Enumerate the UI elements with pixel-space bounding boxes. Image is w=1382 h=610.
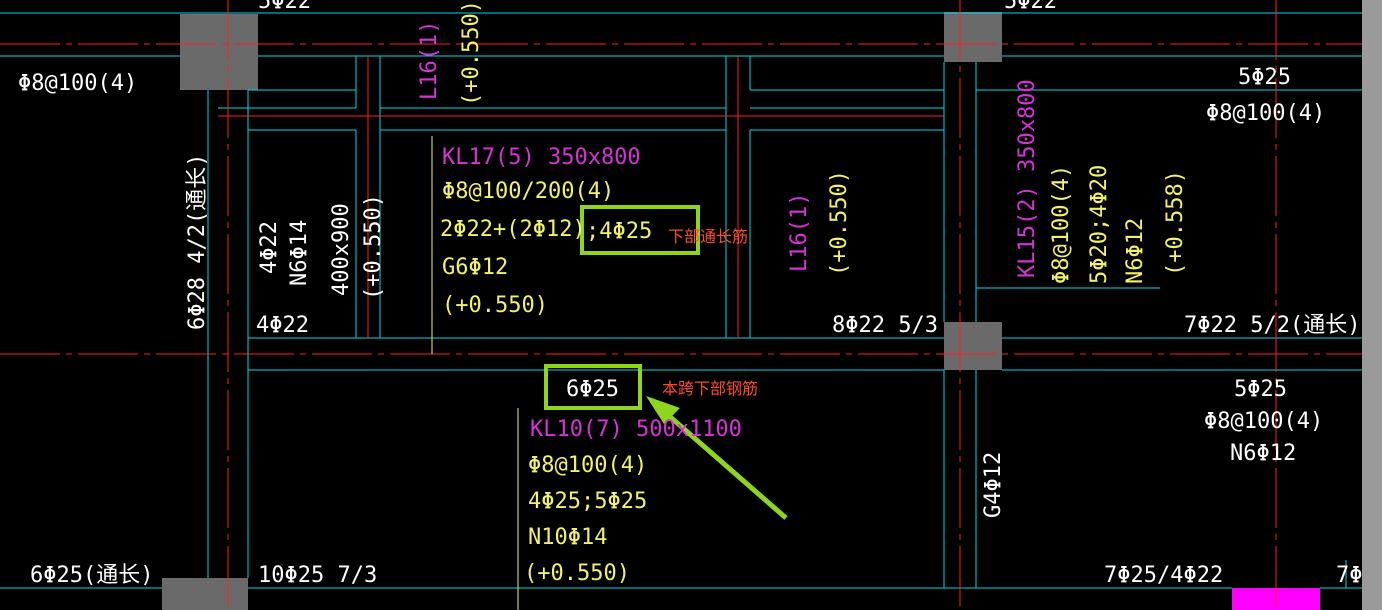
label-kl10-side: N10Φ14 [528, 525, 607, 550]
label-kl15-2: Φ8@100(4) [1049, 165, 1074, 284]
label-kl10-stirrup: Φ8@100(4) [528, 453, 647, 478]
label-g4-vertical: G4Φ12 [981, 452, 1006, 518]
label-mid-left-v4: (+0.550) [361, 194, 386, 300]
label-right-low-2: Φ8@100(4) [1204, 409, 1323, 434]
right-edge-bar [1362, 0, 1382, 610]
label-kl15-1: KL15(2) 350x800 [1015, 79, 1040, 278]
label-kl10-elev: (+0.550) [524, 561, 630, 586]
label-span-bottom: 6Φ25 [566, 377, 619, 402]
label-mid-left-v1: 4Φ22 [257, 221, 282, 274]
label-kl17-elev: (+0.550) [442, 293, 548, 318]
callout-box-span-bottom [544, 364, 642, 410]
label-l16-top-1: L16(1) [417, 21, 442, 100]
label-l16-mid-1: L16(1) [787, 193, 812, 272]
label-bottom-left: 6Φ25(通长) [30, 563, 153, 588]
column-bottom-left [162, 578, 248, 610]
label-kl17-rebar-b: ;4Φ25 [586, 219, 652, 244]
label-kl15-4: N6Φ12 [1123, 218, 1148, 284]
label-bottom-right-cut: 7Φ [1336, 563, 1363, 588]
label-kl17-side: G6Φ12 [442, 255, 508, 280]
label-kl17-stirrup: Φ8@100/200(4) [442, 179, 614, 204]
label-right-stirrup: Φ8@100(4) [1206, 101, 1325, 126]
leader-lines [431, 136, 519, 610]
label-kl15-3: 5Φ20;4Φ20 [1087, 165, 1112, 284]
label-kl17-title: KL17(5) 350x800 [442, 145, 641, 170]
beam-outline-lines [0, 12, 1362, 589]
label-kl10-rebar: 4Φ25;5Φ25 [528, 489, 647, 514]
label-l16-mid-2: (+0.550) [827, 170, 852, 276]
label-kl15-5: (+0.558) [1163, 170, 1188, 276]
label-top-left-cut: 5Φ22 [258, 0, 311, 14]
label-right-low-3: N6Φ12 [1230, 441, 1296, 466]
column-top-right [944, 12, 1002, 62]
label-right-low-1: 5Φ25 [1234, 377, 1287, 402]
label-top-right-cut: 5Φ22 [1004, 0, 1057, 14]
callout-box-through-bar [580, 205, 700, 255]
label-mid-left-bottom: 4Φ22 [256, 313, 309, 338]
column-mid-right [944, 322, 1002, 370]
label-mid-left-v3: 400x900 [329, 203, 354, 296]
label-mid-bottom-rebar: 8Φ22 5/3 [832, 313, 938, 338]
annotation-span-bottom: 本跨下部钢筋 [662, 379, 758, 398]
label-left-stirrup: Φ8@100(4) [18, 71, 137, 96]
label-kl17-rebar-a: 2Φ22+(2Φ12) [440, 217, 586, 242]
label-bottom-right: 7Φ25/4Φ22 [1104, 563, 1223, 588]
annotation-bottom-through: 下部通长筋 [668, 227, 748, 246]
label-l16-top-2: (+0.550) [459, 0, 484, 106]
callout-arrow [646, 396, 788, 520]
label-right-top: 5Φ25 [1238, 65, 1291, 90]
column-top-left [180, 14, 258, 90]
label-kl10-title: KL10(7) 500x1100 [530, 417, 742, 442]
label-left-vertical: 6Φ28 4/2(通长) [185, 154, 210, 330]
label-right-mid-rebar: 7Φ22 5/2(通长) [1184, 313, 1360, 338]
label-mid-left-v2: N6Φ14 [287, 220, 312, 286]
label-bottom-mid: 10Φ25 7/3 [258, 563, 377, 588]
